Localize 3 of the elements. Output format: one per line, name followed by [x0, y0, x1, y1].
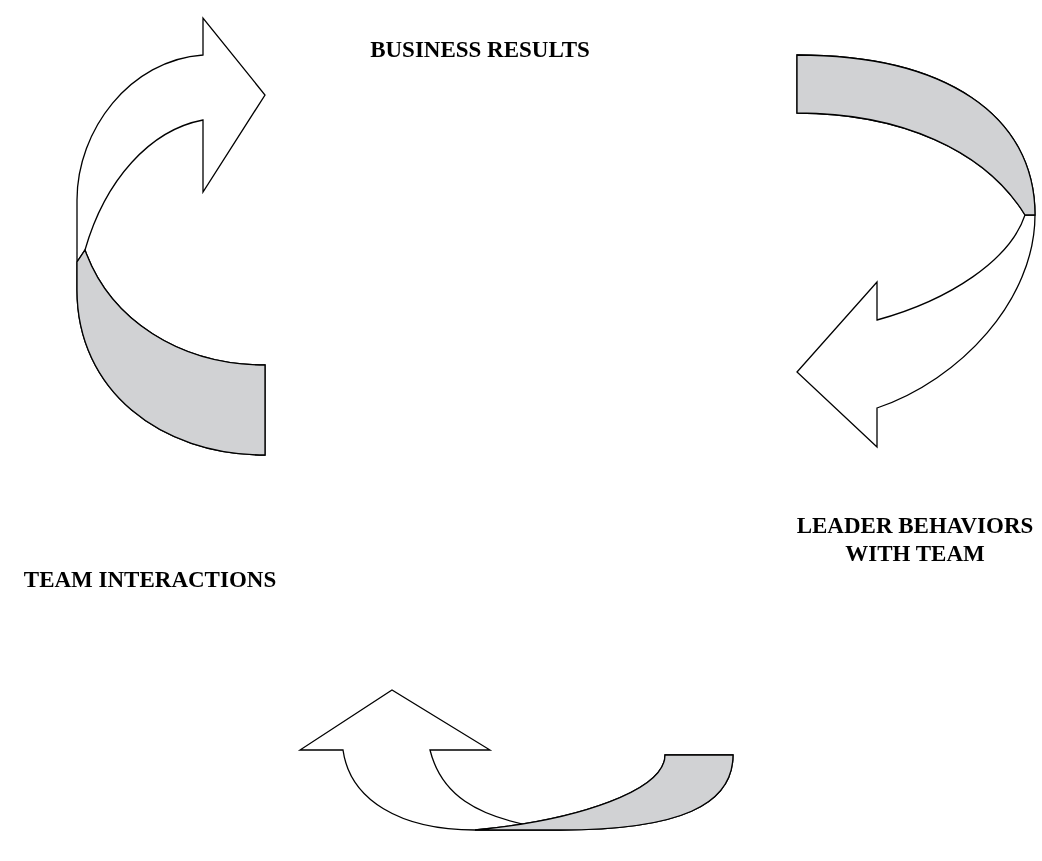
stage-label: LEADER BEHAVIORS WITH TEAM: [795, 512, 1035, 568]
stage-label: BUSINESS RESULTS: [369, 36, 591, 64]
stage-label: TEAM INTERACTIONS: [22, 566, 278, 594]
